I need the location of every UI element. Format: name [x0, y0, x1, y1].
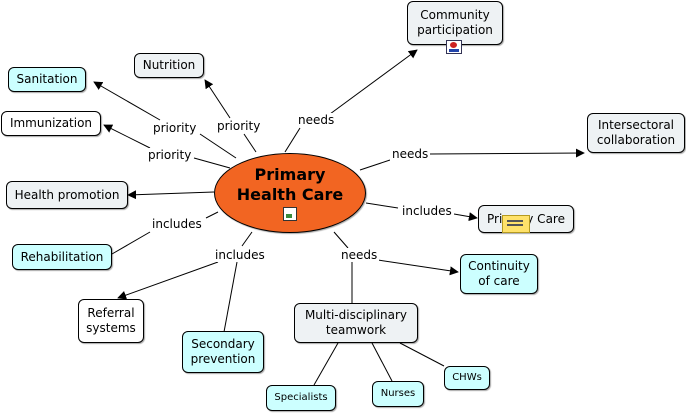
line-includes-referral — [117, 261, 219, 300]
central-concept[interactable]: Primary Health Care — [214, 153, 366, 233]
concept-health-promotion[interactable]: Health promotion — [6, 181, 128, 209]
concept-continuity-of-care[interactable]: Continuity of care — [460, 254, 538, 294]
line-center-needs-continuity — [333, 231, 349, 249]
concept-secondary-prevention[interactable]: Secondary prevention — [182, 331, 264, 373]
line-center-priority-immunization — [193, 157, 231, 169]
link-label-needs[interactable]: needs — [296, 113, 337, 127]
line-teamwork-nurses — [371, 342, 393, 382]
resource-icon[interactable] — [446, 40, 462, 54]
link-label-includes[interactable]: includes — [150, 217, 204, 231]
line-priority-nutrition — [204, 79, 231, 119]
concept-referral-systems[interactable]: Referral systems — [78, 299, 144, 343]
line-priority-sanitation — [93, 81, 161, 121]
line-center-needs-intersectoral — [359, 159, 391, 171]
link-label-priority[interactable]: priority — [146, 148, 194, 162]
line-priority-immunization — [103, 124, 151, 149]
line-center-needs — [284, 127, 301, 153]
link-label-needs[interactable]: needs — [390, 147, 431, 161]
link-label-includes[interactable]: includes — [213, 248, 267, 262]
line-center-includes-referral — [241, 231, 253, 247]
line-teamwork-chws — [399, 342, 445, 367]
line-center-priority-sanitation — [199, 133, 237, 159]
line-needs-community — [329, 49, 418, 115]
line-needs-intersectoral — [429, 148, 585, 158]
concept-chws[interactable]: CHWs — [444, 366, 490, 390]
concept-multidisciplinary-teamwork[interactable]: Multi-disciplinary teamwork — [294, 303, 418, 343]
line-teamwork-specialists — [313, 342, 339, 386]
note-icon[interactable] — [502, 215, 530, 233]
concept-community-participation[interactable]: Community participation — [407, 1, 503, 45]
line-center-health-promotion — [127, 190, 215, 200]
concept-rehabilitation[interactable]: Rehabilitation — [12, 244, 112, 270]
concept-intersectoral-collaboration[interactable]: Intersectoral collaboration — [587, 113, 685, 153]
line-center-priority-nutrition — [243, 133, 257, 153]
link-label-needs[interactable]: needs — [339, 248, 380, 262]
concept-nutrition[interactable]: Nutrition — [134, 53, 204, 78]
concept-nurses[interactable]: Nurses — [372, 381, 424, 407]
line-center-includes-rehab — [205, 211, 219, 219]
line-center-includes-primary — [365, 202, 399, 209]
link-label-priority[interactable]: priority — [151, 121, 199, 135]
line-includes-secondary — [223, 261, 238, 333]
concept-immunization[interactable]: Immunization — [1, 111, 101, 136]
line-includes-rehab — [111, 231, 151, 255]
line-needs-continuity — [377, 259, 459, 276]
central-concept-title: Primary Health Care — [236, 165, 344, 204]
link-label-includes[interactable]: includes — [400, 204, 454, 218]
link-label-priority[interactable]: priority — [215, 119, 263, 133]
line-includes-primary — [453, 212, 478, 222]
image-icon[interactable] — [283, 207, 297, 221]
concept-specialists[interactable]: Specialists — [266, 385, 336, 411]
concept-sanitation[interactable]: Sanitation — [8, 67, 86, 92]
